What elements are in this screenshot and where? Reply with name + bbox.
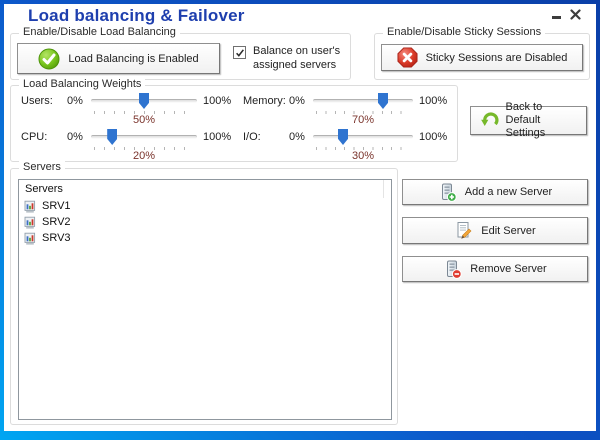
server-plus-icon [441, 183, 457, 202]
back-to-defaults-label: Back to Default Settings [505, 100, 546, 140]
group-load-balancing-title: Enable/Disable Load Balancing [19, 26, 180, 38]
server-name: SRV2 [42, 216, 71, 228]
group-load-balancing: Enable/Disable Load Balancing Load Balan… [10, 26, 351, 80]
group-weights-title: Load Balancing Weights [19, 78, 146, 90]
group-weights: Load Balancing Weights Users: 0% 50% 100… [10, 78, 458, 162]
slider-track-line [91, 135, 197, 139]
slider-io-min: 0% [289, 131, 305, 143]
slider-io-value: 30% [351, 150, 375, 162]
server-list-item[interactable]: SRV1 [19, 198, 391, 214]
slider-cpu-min: 0% [67, 131, 83, 143]
check-icon [235, 48, 244, 57]
minimize-icon [551, 15, 561, 19]
group-sticky-sessions-title: Enable/Disable Sticky Sessions [383, 26, 546, 38]
slider-io-thumb[interactable] [338, 129, 348, 145]
server-chart-icon [24, 232, 36, 244]
slider-io: I/O: 0% 30% 100% [243, 128, 451, 162]
balance-assigned-servers-checkbox[interactable]: Balance on user's assigned servers [233, 45, 365, 73]
slider-cpu-track[interactable]: 20% [91, 128, 197, 162]
remove-server-button[interactable]: Remove Server [402, 256, 588, 282]
slider-users-label: Users: [21, 95, 53, 107]
add-server-label: Add a new Server [464, 186, 553, 198]
undo-arrow-icon [480, 112, 498, 127]
slider-ticks [94, 111, 194, 114]
edit-server-button[interactable]: Edit Server [402, 217, 588, 244]
slider-users-min: 0% [67, 95, 83, 107]
slider-users-thumb[interactable] [139, 93, 149, 109]
slider-io-label: I/O: [243, 131, 261, 143]
slider-cpu-value: 20% [132, 150, 156, 162]
check-circle-icon [38, 48, 60, 69]
server-chart-icon [24, 216, 36, 228]
slider-track-line [313, 135, 413, 139]
slider-memory-track[interactable]: 70% [313, 92, 413, 126]
close-icon [569, 8, 581, 20]
edit-server-label: Edit Server [481, 224, 536, 237]
group-sticky-sessions: Enable/Disable Sticky Sessions Sticky Se… [374, 26, 590, 80]
slider-users-value: 50% [132, 114, 156, 126]
remove-server-label: Remove Server [470, 263, 547, 275]
server-listview[interactable]: Servers SRV1 SRV2 [18, 179, 392, 420]
load-balancing-toggle-button[interactable]: Load Balancing is Enabled [17, 43, 220, 74]
slider-users-track[interactable]: 50% [91, 92, 197, 126]
slider-users-max: 100% [203, 95, 232, 107]
slider-cpu-max: 100% [203, 131, 232, 143]
slider-memory-thumb[interactable] [378, 93, 388, 109]
slider-cpu-thumb[interactable] [107, 129, 118, 145]
sticky-sessions-toggle-button[interactable]: Sticky Sessions are Disabled [381, 44, 583, 71]
slider-users: Users: 0% 50% 100% [21, 92, 235, 126]
server-chart-icon [24, 200, 36, 212]
slider-cpu: CPU: 0% 20% 100% [21, 128, 235, 162]
slider-track-line [313, 99, 413, 103]
x-octagon-icon [397, 47, 418, 68]
server-name: SRV3 [42, 232, 71, 244]
back-to-defaults-button[interactable]: Back to Default Settings [470, 101, 587, 139]
slider-ticks [316, 147, 410, 150]
load-balancing-toggle-label: Load Balancing is Enabled [68, 52, 199, 65]
checkbox-label: Balance on user's assigned servers [253, 45, 341, 71]
slider-cpu-label: CPU: [21, 131, 48, 143]
server-name: SRV1 [42, 200, 71, 212]
slider-memory-max: 100% [419, 95, 448, 107]
slider-io-track[interactable]: 30% [313, 128, 413, 162]
close-button[interactable] [567, 6, 583, 22]
slider-memory-min: 0% [289, 95, 305, 107]
slider-memory: Memory: 0% 70% 100% [243, 92, 451, 126]
slider-ticks [316, 111, 410, 114]
slider-memory-label: Memory: [243, 95, 286, 107]
group-servers-title: Servers [19, 161, 65, 173]
sticky-sessions-toggle-label: Sticky Sessions are Disabled [425, 51, 568, 64]
server-list-item[interactable]: SRV3 [19, 230, 391, 246]
slider-memory-value: 70% [351, 114, 375, 126]
page-title: Load balancing & Failover [28, 6, 245, 25]
slider-io-max: 100% [419, 131, 448, 143]
edit-pencil-icon [457, 222, 472, 239]
server-list-item[interactable]: SRV2 [19, 214, 391, 230]
checkbox-box [233, 46, 246, 59]
slider-ticks [94, 147, 194, 150]
add-server-button[interactable]: Add a new Server [402, 179, 588, 205]
minimize-button[interactable] [548, 6, 564, 22]
server-list-column-header[interactable]: Servers [19, 180, 384, 198]
server-minus-icon [447, 260, 462, 279]
group-servers: Servers [10, 161, 398, 425]
